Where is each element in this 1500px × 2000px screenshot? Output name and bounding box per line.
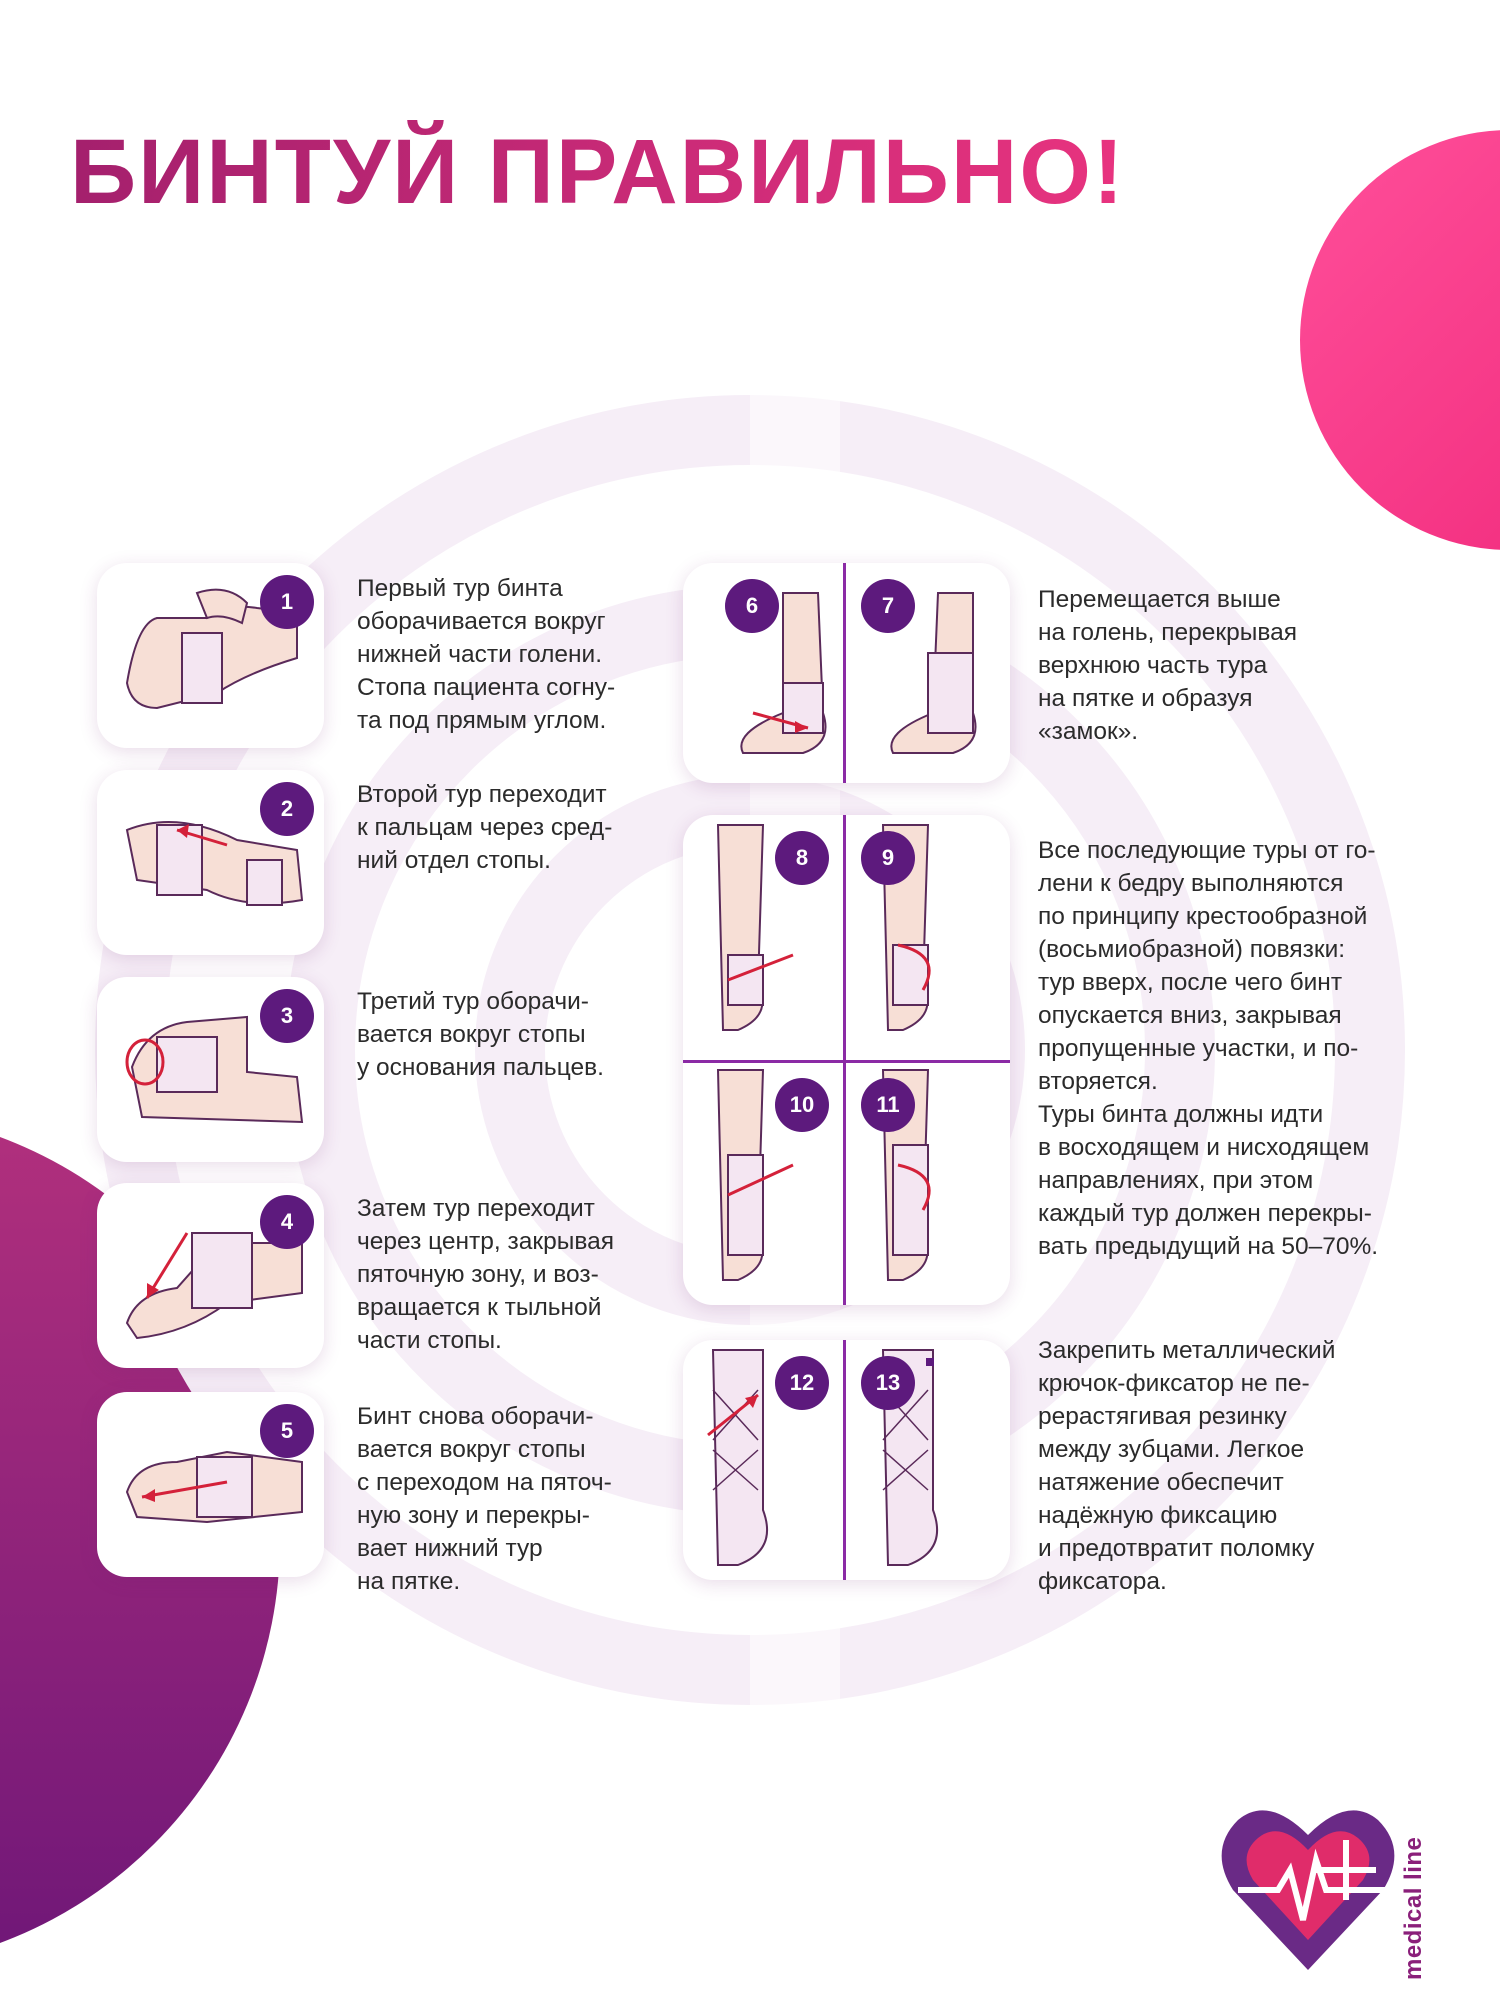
panel-divider — [843, 1340, 846, 1580]
step-3-text: Третий тур оборачи- вается вокруг стопы … — [357, 988, 604, 1081]
decor-circle-top-right — [1300, 130, 1500, 550]
foot-bandage-illustration — [125, 1015, 304, 1124]
page-title: БИНТУЙ ПРАВИЛЬНО! — [70, 121, 1126, 223]
step-2-card: 2 — [97, 770, 324, 955]
step-5-card: 5 — [97, 1392, 324, 1577]
step-2-text: Второй тур переходит к пальцам через сре… — [357, 781, 613, 874]
steps-12-13-card: 12 13 — [683, 1340, 1010, 1580]
step-7-badge: 7 — [861, 579, 915, 633]
foot-bandage-illustration — [125, 1450, 303, 1524]
step-4-card: 4 — [97, 1183, 324, 1368]
step-6-badge: 6 — [725, 579, 779, 633]
step-4-text: Затем тур переходит через центр, закрыва… — [357, 1195, 614, 1354]
leg-bandage-illustration — [740, 592, 977, 754]
step-8-badge: 8 — [775, 831, 829, 885]
steps-6-7-text: Перемещается выше на голень, перекрывая … — [1038, 586, 1298, 745]
step-12-badge: 12 — [775, 1356, 829, 1410]
step-11-badge: 11 — [861, 1078, 915, 1132]
step-3-card: 3 — [97, 977, 324, 1162]
step-5-text: Бинт снова оборачи- вается вокруг стопы … — [357, 1403, 612, 1595]
heart-logo-icon — [1221, 1810, 1395, 1970]
foot-bandage-illustration — [125, 588, 298, 710]
step-13-badge: 13 — [861, 1356, 915, 1410]
leg-bandage-illustration — [707, 1349, 938, 1566]
steps-12-13-text: Закрепить металлический крючок-фиксатор … — [1038, 1337, 1336, 1595]
step-9-badge: 9 — [861, 831, 915, 885]
step-2-badge: 2 — [260, 782, 314, 836]
step-1-text: Первый тур бинта оборачивается вокруг ни… — [357, 575, 616, 734]
step-5-badge: 5 — [260, 1404, 314, 1458]
panel-divider-horizontal — [683, 1060, 1010, 1063]
step-3-badge: 3 — [260, 989, 314, 1043]
steps-8-11-card: 8 9 10 11 — [683, 815, 1010, 1305]
foot-bandage-illustration — [125, 1232, 303, 1340]
step-1-badge: 1 — [260, 575, 314, 629]
logo-text: medical line — [1400, 1836, 1427, 1980]
step-1-card: 1 — [97, 563, 324, 748]
leg-bandage-illustration — [716, 824, 931, 1281]
foot-bandage-illustration — [125, 821, 304, 906]
steps-6-7-card: 6 7 — [683, 563, 1010, 783]
panel-divider — [843, 563, 846, 783]
step-4-badge: 4 — [260, 1195, 314, 1249]
steps-8-11-text: Все последующие туры от го- лени к бедру… — [1038, 837, 1379, 1260]
step-10-badge: 10 — [775, 1078, 829, 1132]
